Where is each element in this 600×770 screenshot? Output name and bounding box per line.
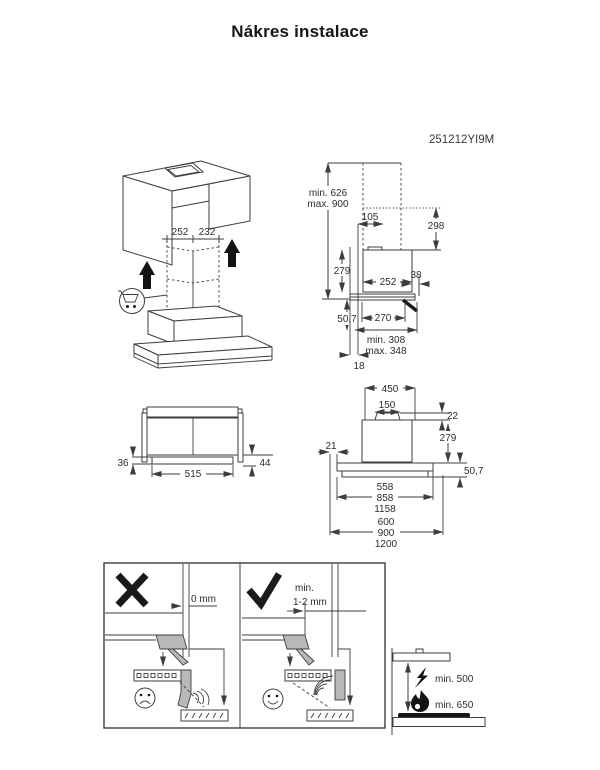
air-grille-bottom <box>306 709 354 722</box>
air-grille-bottom <box>180 709 229 722</box>
dim-inner-width-1: 558 <box>377 482 394 493</box>
dim-body-depth: 252 <box>380 277 397 288</box>
hood-body-drawing <box>133 305 273 369</box>
dim-bottom-width: 515 <box>185 469 202 480</box>
dim-min-depth: min. 308 <box>367 335 406 346</box>
air-grille-top <box>133 669 182 682</box>
right-installation-panel: min. 1-2 mm <box>242 564 366 722</box>
dim-housing-height: 279 <box>440 433 457 444</box>
hood-front-drawing <box>141 406 244 465</box>
dim-max-depth: max. 348 <box>365 346 407 357</box>
min-gap-label-line2: 1-2 mm <box>293 597 327 608</box>
dim-cabinet-height: 298 <box>428 221 445 232</box>
dim-max-height: max. 900 <box>307 199 349 210</box>
electric-clearance-label: min. 500 <box>435 674 474 685</box>
counter <box>392 717 486 727</box>
accessory-cart-icon <box>118 288 168 314</box>
page-title: Nákres instalace <box>231 22 369 41</box>
crush-waves <box>192 688 210 706</box>
dim-rear-gap: 38 <box>410 270 422 281</box>
damper-flap-blocked <box>166 648 189 666</box>
x-mark-icon <box>115 572 149 608</box>
duct-cutout-hole <box>163 162 205 178</box>
housing-front <box>361 419 413 463</box>
front-view-diagram: 36 44 515 <box>114 406 275 480</box>
dim-right-drop: 44 <box>259 458 271 469</box>
dim-outer-width-2: 900 <box>378 528 395 539</box>
check-mark-icon <box>246 572 283 610</box>
dim-outer-width-1: 600 <box>378 517 395 528</box>
width-dimension-diagram: 450 150 22 279 21 50,7 558 858 <box>318 382 484 550</box>
blocked-baffle <box>177 669 192 709</box>
dim-min-height: min. 626 <box>309 188 348 199</box>
model-number: 251212YI9M <box>429 134 495 146</box>
airflow-waves <box>313 675 334 696</box>
sad-face-icon <box>134 687 156 709</box>
dim-inner-width-2: 858 <box>377 493 394 504</box>
installation-dos-donts-panel: 0 mm <box>103 562 386 729</box>
dim-collar-height: 22 <box>447 411 459 422</box>
cabinet-drawing <box>122 160 251 266</box>
dim-side-offset: 21 <box>325 441 337 452</box>
dim-left-drop: 36 <box>117 458 129 469</box>
dim-duct-right: 232 <box>199 227 216 238</box>
collar-front <box>374 412 401 421</box>
damper-flap-open <box>295 648 315 666</box>
duct-collar <box>367 246 383 250</box>
dim-outer-width-3: 1200 <box>375 539 398 550</box>
lift-up-arrow-left <box>139 261 155 289</box>
visor-front <box>151 456 234 465</box>
panel-border <box>103 562 386 729</box>
duct-width-dimension: 252 232 <box>162 227 224 243</box>
side-section-diagram: min. 626 max. 900 298 105 279 252 38 50,… <box>304 162 447 372</box>
air-grille-top <box>284 669 332 682</box>
lightning-icon <box>415 667 428 688</box>
gas-clearance-label: min. 650 <box>435 700 474 711</box>
visor-edge <box>155 634 188 650</box>
wrong-installation-panel: 0 mm <box>105 564 229 722</box>
base-plate-front <box>336 462 434 478</box>
cooktop-surface <box>398 713 470 718</box>
dim-inner-width-3: 1158 <box>374 504 396 515</box>
dim-collar-width: 150 <box>379 400 396 411</box>
free-baffle <box>334 669 346 701</box>
min-gap-label-line1: min. <box>295 583 314 594</box>
hood-above <box>392 652 451 662</box>
dim-front-gap: 18 <box>353 361 365 372</box>
zero-gap-label: 0 mm <box>191 594 216 605</box>
visor-edge <box>282 634 310 650</box>
flame-icon <box>411 690 430 712</box>
dim-housing-width: 450 <box>382 384 399 395</box>
visor-section <box>322 293 419 313</box>
happy-face-icon <box>262 688 284 710</box>
damper-flap <box>401 298 419 313</box>
dim-base-depth: 270 <box>375 313 392 324</box>
dim-visor-height: 50,7 <box>464 466 484 477</box>
dim-body-height: 279 <box>334 266 351 277</box>
dashed-duct-outline <box>166 245 220 311</box>
dim-duct-left: 252 <box>172 227 189 238</box>
dim-visor-drop: 50,7 <box>337 314 357 325</box>
dim-collar-offset: 105 <box>362 212 379 223</box>
lift-up-arrow-right <box>224 239 240 267</box>
isometric-cabinet-diagram: 252 232 <box>118 160 273 369</box>
cooktop-clearance-diagram: min. 500 min. 650 <box>391 648 486 735</box>
